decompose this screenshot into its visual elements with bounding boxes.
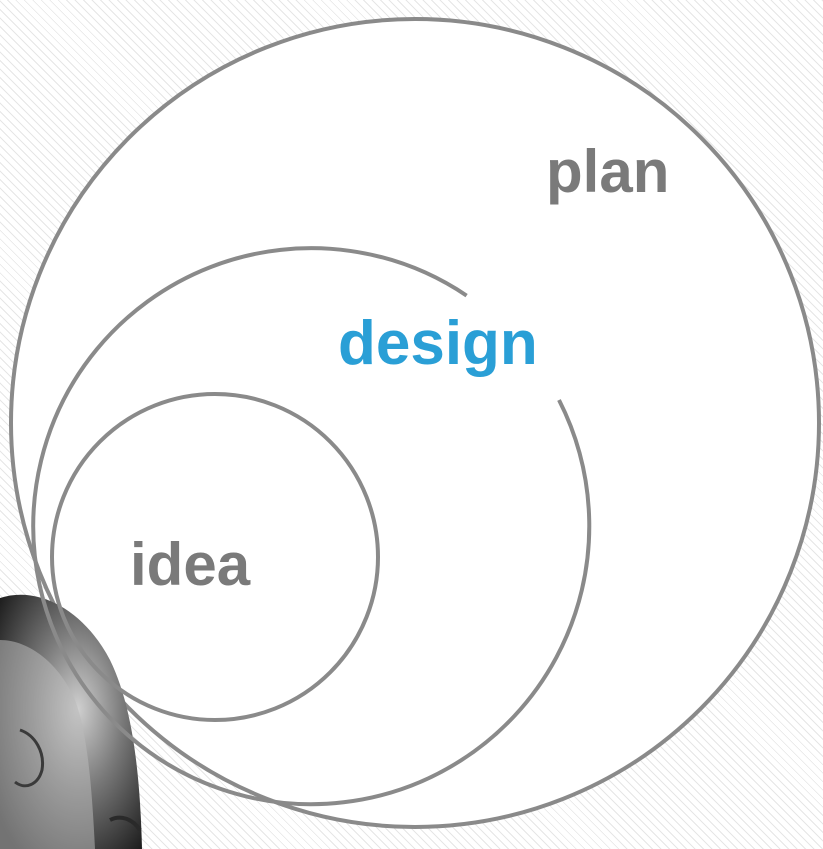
person-photo bbox=[0, 594, 142, 849]
plan-circle bbox=[9, 17, 821, 829]
idea-circle bbox=[50, 392, 380, 722]
plan-label: plan bbox=[546, 138, 669, 205]
design-circle bbox=[31, 246, 592, 807]
idea-label: idea bbox=[130, 531, 251, 598]
design-label: design bbox=[338, 309, 538, 378]
